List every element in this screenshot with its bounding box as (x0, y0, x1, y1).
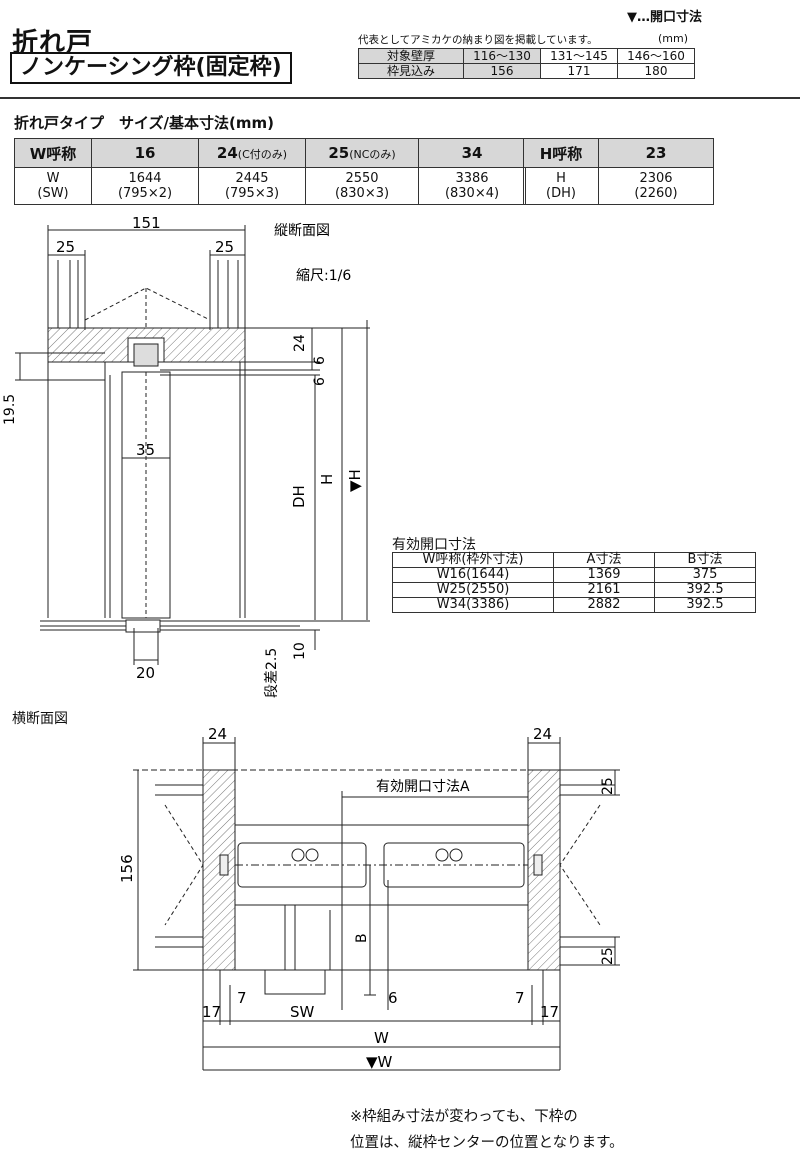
col-header: 25(NCのみ) (305, 138, 419, 168)
horizontal-section-drawing: 24 24 25 25 156 有効開口寸法A B 7 7 6 17 17 SW… (120, 725, 620, 1071)
section-divider (0, 97, 800, 99)
col-header: 16 (91, 138, 199, 168)
dim-17-left: 17 (202, 1003, 221, 1021)
col-header: 24(C付のみ) (198, 138, 306, 168)
dim-6: 6 (388, 989, 398, 1007)
effective-cell: 2882 (553, 597, 655, 613)
dim-B: B (354, 933, 370, 943)
wall-cell: 146〜160 (617, 48, 695, 64)
dim-24: 24 (292, 334, 308, 352)
dim-H-opening: ▼H (346, 469, 364, 492)
dim-25-right: 25 (215, 238, 234, 256)
horizontal-section-title: 横断面図 (12, 711, 68, 727)
representative-note: 代表としてアミカケの納まり図を掲載しています。 (358, 34, 598, 46)
dim-24-left: 24 (208, 725, 227, 743)
dim-151: 151 (132, 214, 161, 232)
footnote: ※枠組み寸法が変わっても、下枠の 位置は、縦枠センターの位置となります。 (350, 1104, 624, 1156)
footnote-line-1: ※枠組み寸法が変わっても、下枠の (350, 1109, 578, 1125)
w-value-cell: 2550(830×3) (305, 167, 419, 205)
effective-opening-title: 有効開口寸法 (392, 537, 476, 553)
wall-thickness-label: 対象壁厚 (358, 48, 464, 64)
dim-W: W (374, 1029, 389, 1047)
depth-cell: 180 (617, 63, 695, 79)
effective-header: W呼称(枠外寸法) (392, 552, 554, 568)
dim-DH: DH (290, 485, 308, 508)
col-header: 34 (418, 138, 526, 168)
effective-opening-table: W呼称(枠外寸法) A寸法 B寸法 W16(1644) 1369 375 W25… (392, 552, 756, 613)
dim-25-left: 25 (56, 238, 75, 256)
h-label-header: H呼称 (523, 138, 599, 168)
depth-cell: 171 (540, 63, 618, 79)
size-section-title: 折れ戸タイプ サイズ/基本寸法(mm) (14, 114, 275, 132)
w-row-label: W(SW) (14, 167, 92, 205)
page-subtitle: ノンケーシング枠(固定枠) (10, 52, 292, 84)
w-value-cell: 3386(830×4) (418, 167, 526, 205)
frame-depth-label: 枠見込み (358, 63, 464, 79)
dim-6-bottom: 6 (312, 377, 328, 386)
dim-25-top: 25 (600, 777, 616, 795)
depth-cell: 156 (463, 63, 541, 79)
effective-cell: 2161 (553, 582, 655, 598)
h-row-label: H(DH) (523, 167, 599, 205)
w-value-cell: 1644(795×2) (91, 167, 199, 205)
vertical-section-drawing: 151 25 25 縦断面図 縮尺:1/6 24 6 6 19.5 35 DH … (2, 214, 370, 698)
dim-6-top: 6 (312, 356, 328, 365)
dim-156: 156 (120, 854, 136, 883)
w-value-cell: 2445(795×3) (198, 167, 306, 205)
dim-W-opening: ▼W (366, 1053, 393, 1071)
dim-19-5: 19.5 (2, 394, 18, 425)
dim-17-right: 17 (540, 1003, 559, 1021)
dim-SW: SW (290, 1003, 315, 1021)
dim-7-left: 7 (237, 989, 247, 1007)
dim-25-bottom: 25 (600, 947, 616, 965)
footnote-line-2: 位置は、縦枠センターの位置となります。 (350, 1135, 624, 1151)
legend-note: ▼…開口寸法 (627, 10, 702, 25)
effective-cell: 375 (654, 567, 756, 583)
effective-cell: W16(1644) (392, 567, 554, 583)
wall-thickness-table: 対象壁厚 116〜130 131〜145 146〜160 枠見込み 156 17… (358, 48, 695, 79)
dim-10: 10 (292, 642, 308, 660)
step-label: 段差2.5 (264, 648, 280, 698)
height-size-table: H呼称 23 H(DH) 2306(2260) (523, 138, 714, 205)
wall-cell: 131〜145 (540, 48, 618, 64)
dim-H: H (318, 474, 336, 485)
dim-35: 35 (136, 441, 155, 459)
h-value-cell: 2306(2260) (598, 167, 714, 205)
w-label-header: W呼称 (14, 138, 92, 168)
effective-header: A寸法 (553, 552, 655, 568)
scale-label: 縮尺:1/6 (296, 268, 351, 284)
effective-cell: 1369 (553, 567, 655, 583)
effective-cell: 392.5 (654, 597, 756, 613)
effective-cell: W34(3386) (392, 597, 554, 613)
wall-cell: 116〜130 (463, 48, 541, 64)
dim-24-right: 24 (533, 725, 552, 743)
effective-header: B寸法 (654, 552, 756, 568)
effective-cell: 392.5 (654, 582, 756, 598)
dim-7-right: 7 (515, 989, 525, 1007)
effective-opening-A: 有効開口寸法A (376, 779, 470, 795)
h-col-header: 23 (598, 138, 714, 168)
vertical-section-title: 縦断面図 (274, 223, 330, 239)
width-size-table: W呼称 16 24(C付のみ) 25(NCのみ) 34 W(SW) 1644(7… (14, 138, 526, 205)
dim-20: 20 (136, 664, 155, 682)
effective-cell: W25(2550) (392, 582, 554, 598)
unit-label: (mm) (658, 32, 689, 45)
